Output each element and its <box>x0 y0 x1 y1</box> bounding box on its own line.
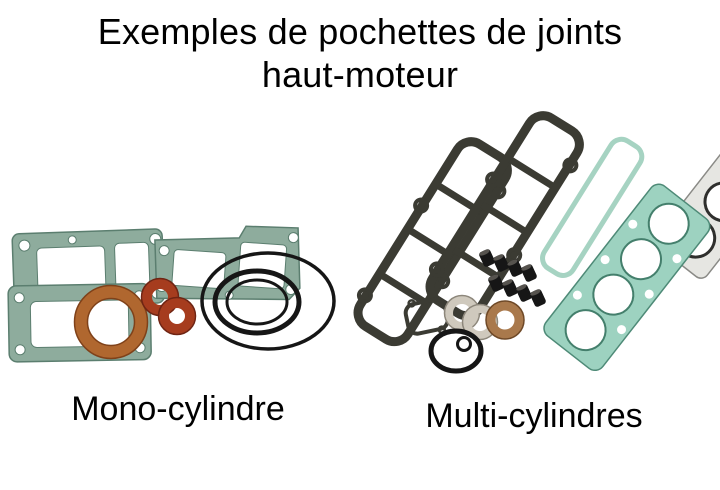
title-line-1: Exemples de pochettes de joints <box>97 11 623 52</box>
copper-exhaust-ring <box>73 284 149 360</box>
caption-mono-cylindre: Mono-cylindre <box>71 390 285 428</box>
cylinder-bores <box>564 202 690 352</box>
seal <box>501 278 519 298</box>
gasket-cutout <box>171 249 227 290</box>
title-line-2: haut-moteur <box>261 54 459 95</box>
page-title: Exemples de pochettes de joints haut-mot… <box>0 10 720 96</box>
bolt-holes <box>572 219 682 335</box>
seal <box>515 283 533 303</box>
head-gasket-4cyl <box>543 183 711 372</box>
cover-o-ring <box>428 328 484 374</box>
seal <box>520 263 538 283</box>
washer-rings <box>443 294 525 341</box>
multi-cylinder-kit <box>346 106 720 374</box>
seal <box>529 288 547 308</box>
thin-mint-gasket <box>540 136 645 278</box>
base-gasket-left <box>11 228 166 309</box>
caption-multi-cylindres: Multi-cylindres <box>425 397 643 435</box>
mono-cylinder-kit <box>7 225 336 363</box>
black-o-rings <box>200 251 336 351</box>
fiber-rings <box>140 277 197 336</box>
